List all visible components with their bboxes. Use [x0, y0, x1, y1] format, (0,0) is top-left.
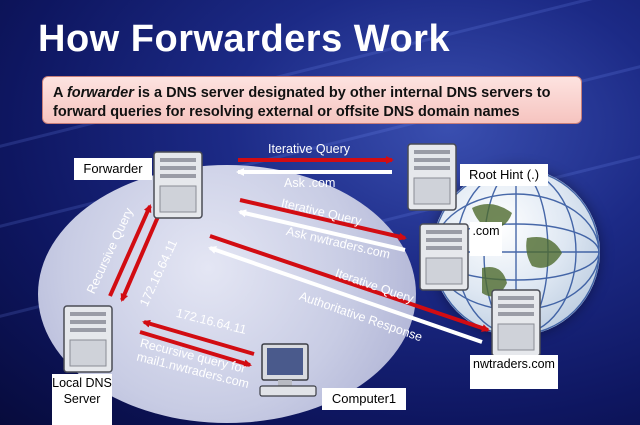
definition-prefix: A — [53, 85, 67, 101]
arrow-recursive-up — [108, 204, 152, 297]
local-dns-server-icon — [62, 304, 114, 374]
ask-com-text: Ask .com — [284, 176, 336, 190]
arrow-iterative-to-nwtraders — [209, 234, 490, 332]
arrow-ask-nwtraders — [238, 209, 406, 252]
slide-title: How Forwarders Work — [38, 18, 451, 60]
forwarder-server-icon — [152, 150, 204, 220]
arrow-recursive-from-computer — [142, 319, 255, 356]
arrow-ip-down — [120, 211, 162, 302]
iterative-query-root-text: Iterative Query — [268, 142, 350, 156]
nwtraders-label: nwtraders.com — [470, 355, 558, 389]
root-hint-label: Root Hint (.) — [460, 164, 548, 186]
computer1-label: Computer1 — [322, 388, 406, 410]
arrow-authoritative-response — [208, 246, 483, 344]
definition-box: A forwarder is a DNS server designated b… — [42, 76, 582, 124]
arrow-iterative-to-com — [239, 198, 407, 241]
nwtraders-server-icon — [490, 288, 542, 358]
computer-icon — [258, 342, 320, 402]
definition-term: forwarder — [66, 85, 134, 101]
com-label: .com — [470, 222, 502, 256]
root-hint-server-icon — [406, 142, 458, 212]
com-server-icon — [418, 222, 470, 292]
local-dns-label: Local DNS Server — [52, 374, 112, 425]
forwarder-label: Forwarder — [74, 158, 152, 180]
arrow-ip-to-computer — [139, 330, 252, 368]
definition-text: is a DNS server designated by other inte… — [53, 85, 551, 120]
